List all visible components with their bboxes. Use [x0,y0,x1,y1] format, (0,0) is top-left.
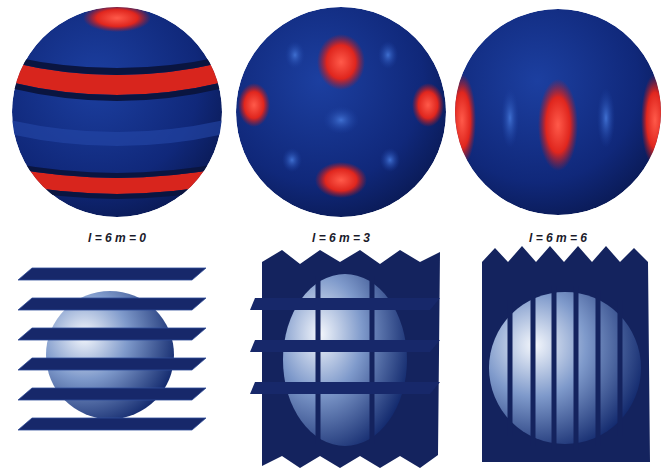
quantum-number-label: l = 6 m = 3 [310,231,372,245]
quantum-number-label: l = 6 m = 6 [527,231,589,245]
quantum-number-label: l = 6 m = 0 [86,231,148,245]
